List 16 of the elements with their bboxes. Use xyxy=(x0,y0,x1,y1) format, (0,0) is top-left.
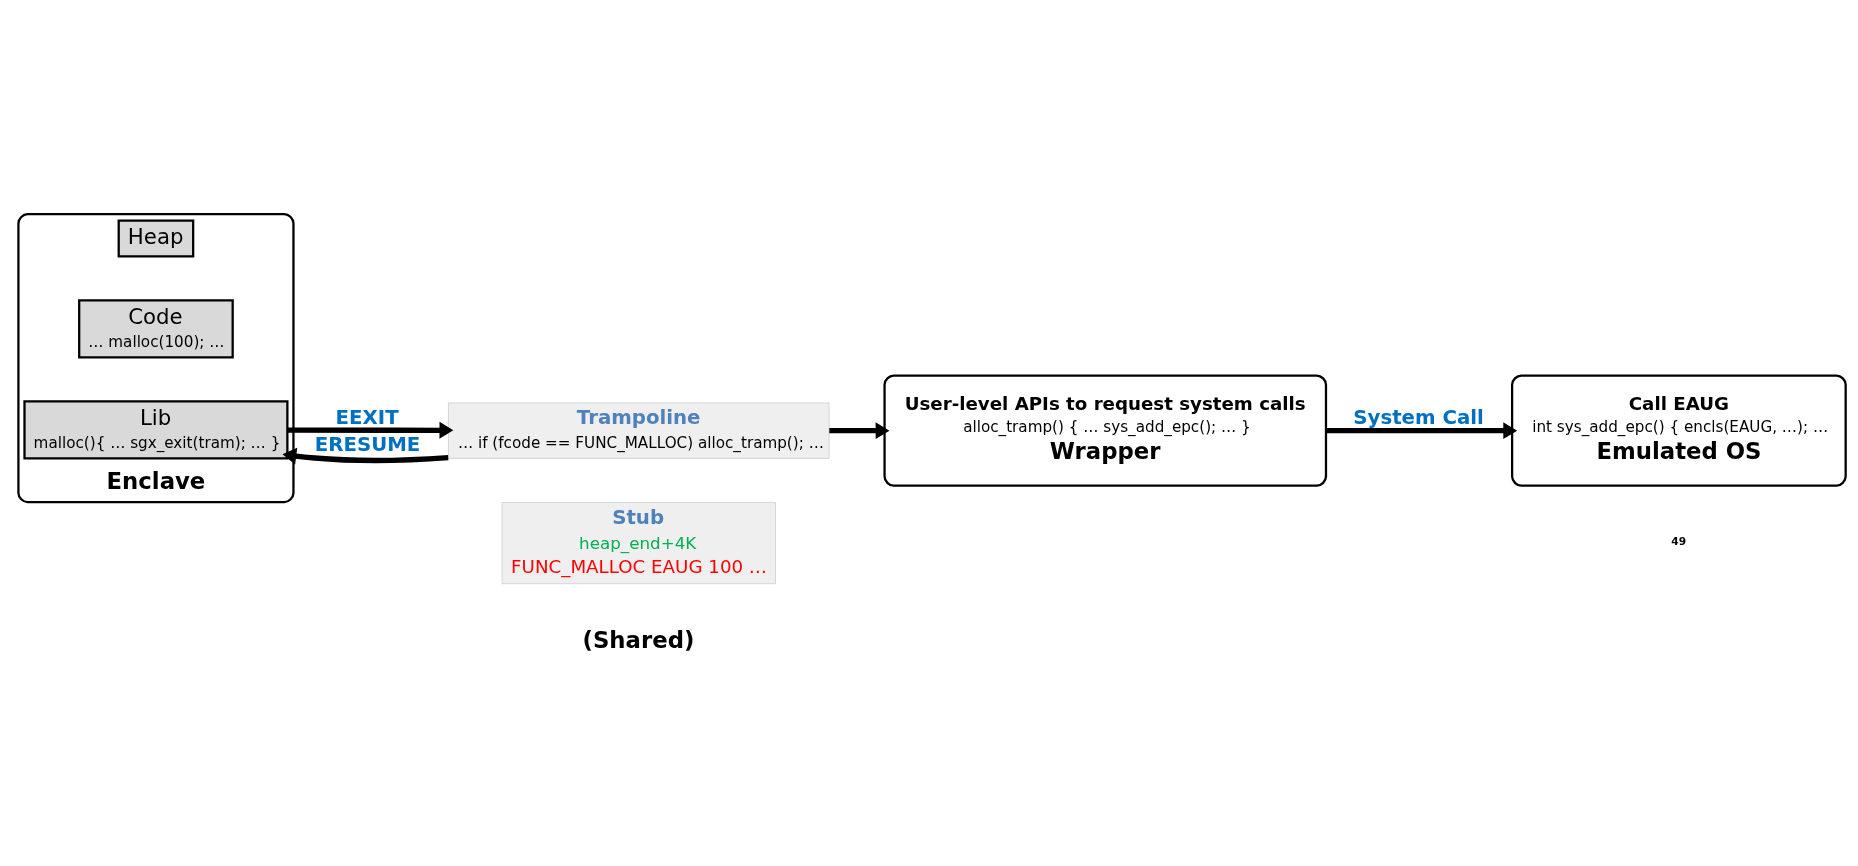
arrow xyxy=(287,421,454,439)
node-box: Stub heap_end+4K FUNC_MALLOC EAUG 100 … xyxy=(501,501,776,584)
node-box: Trampoline … if (fcode == FUNC_MALLOC) alloc_tramp(); … xyxy=(448,402,830,459)
arrow xyxy=(1326,421,1518,439)
arrow xyxy=(829,421,890,439)
label: 49 xyxy=(1671,534,1687,548)
node-box: Call EAUG int sys_add_epc() { encls(EAUG, …); … Emulated OS xyxy=(1510,373,1847,487)
edge-label: ERESUME xyxy=(314,432,421,456)
label: (Shared) xyxy=(582,626,695,653)
node-box: User-level APIs to request system calls alloc_tramp() { … sys_add_epc(); … } Wrapper xyxy=(883,373,1328,487)
edge-label: System Call xyxy=(1353,405,1484,429)
arrow xyxy=(282,447,449,464)
node-box: Code … malloc(100); … xyxy=(78,298,234,358)
edge-label: EEXIT xyxy=(335,405,399,429)
node-box: Lib malloc(){ … sgx_exit(tram); … } xyxy=(23,399,289,459)
node-box: Heap xyxy=(117,218,195,257)
